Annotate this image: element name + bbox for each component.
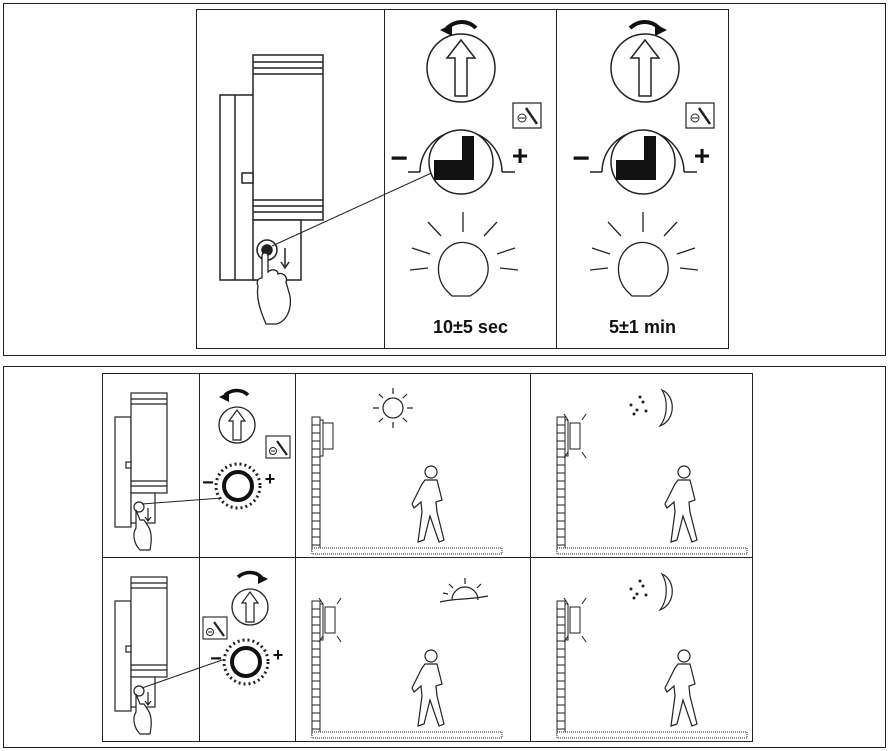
top-cell-lamp <box>196 9 385 349</box>
minus-symbol: − <box>202 472 214 494</box>
top-cell-long-time <box>556 9 729 349</box>
minus-symbol: − <box>572 142 590 175</box>
plus-symbol: + <box>693 140 711 171</box>
timing-short-label: 10±5 sec <box>433 317 508 337</box>
bottom-cell-night-scene-row2 <box>530 557 753 742</box>
timing-long-label: 5±1 min <box>609 317 676 337</box>
bottom-cell-lamp-row2 <box>102 557 200 742</box>
bottom-cell-day-scene <box>295 373 531 558</box>
bottom-cell-lamp-row1 <box>102 373 200 558</box>
minus-symbol: − <box>210 648 222 670</box>
bottom-cell-dial-row1 <box>199 373 296 558</box>
bottom-cell-night-scene-row1 <box>530 373 753 558</box>
bottom-instruction-panel <box>3 366 886 748</box>
plus-symbol: + <box>272 645 284 665</box>
bottom-cell-dusk-scene <box>295 557 531 742</box>
plus-symbol: + <box>264 469 276 489</box>
minus-symbol: − <box>390 142 408 175</box>
top-instruction-panel <box>3 3 886 356</box>
plus-symbol: + <box>511 140 529 171</box>
top-cell-short-time <box>384 9 557 349</box>
